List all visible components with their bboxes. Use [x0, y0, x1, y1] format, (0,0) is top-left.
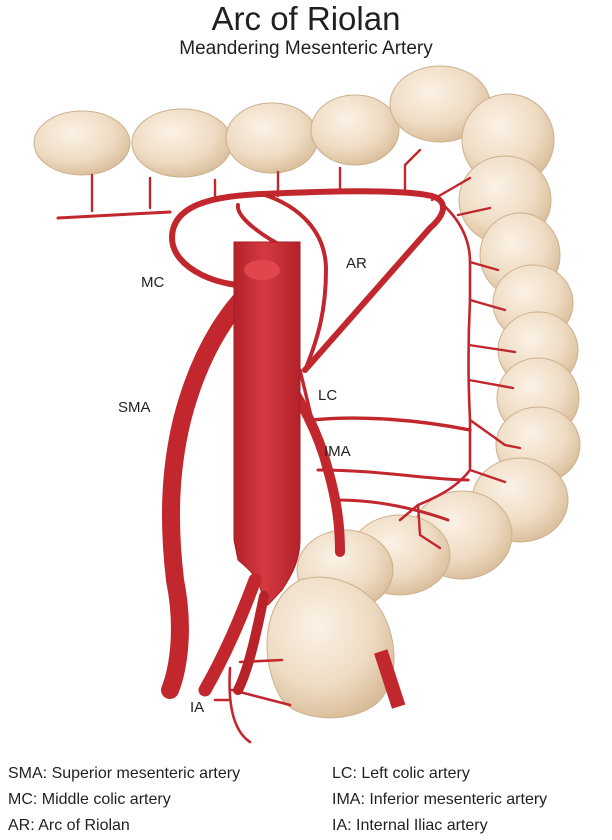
iliac-branch	[213, 658, 292, 744]
superior-mesenteric-artery	[161, 265, 279, 699]
legend-item: SMA: Superior mesenteric artery	[8, 765, 241, 782]
anatomy-illustration: MC AR SMA LC IMA IA	[33, 65, 581, 744]
aorta	[233, 241, 301, 606]
label-sma: SMA	[118, 399, 151, 416]
diagram-subtitle: Meandering Mesenteric Artery	[179, 38, 433, 59]
legend-item: IMA: Inferior mesenteric artery	[332, 791, 548, 808]
label-ia: IA	[190, 699, 204, 716]
legend-item: AR: Arc of Riolan	[8, 817, 130, 834]
legend-item: MC: Middle colic artery	[8, 791, 171, 808]
internal-iliac-artery	[198, 573, 262, 697]
ima-branch	[316, 468, 470, 482]
left-colic-artery	[298, 368, 472, 432]
marginal-artery-left	[398, 194, 472, 522]
legend-item: LC: Left colic artery	[332, 765, 470, 782]
marginal-artery	[56, 210, 172, 220]
colon	[33, 65, 581, 719]
ima-sigmoid-branch	[336, 498, 450, 522]
diagram-title: Arc of Riolan	[211, 0, 401, 37]
colon-segment	[33, 110, 131, 176]
label-ima: IMA	[324, 443, 351, 460]
label-lc: LC	[318, 387, 337, 404]
iliac-artery-right	[233, 591, 269, 695]
legend-right: LC: Left colic artery IMA: Inferior mese…	[332, 761, 547, 839]
label-mc: MC	[141, 274, 164, 291]
colon-segment	[310, 94, 400, 166]
label-ar: AR	[346, 255, 367, 272]
legend-item: IA: Internal Iliac artery	[332, 817, 488, 834]
aorta-origin-highlight	[244, 260, 280, 280]
legend-left: SMA: Superior mesenteric artery MC: Midd…	[8, 761, 240, 839]
colon-segment	[131, 108, 233, 178]
colon-segment	[225, 102, 319, 174]
vasa-recta	[90, 148, 472, 213]
arteries	[56, 148, 522, 744]
rectum	[266, 576, 395, 719]
vasa-recta-left	[416, 206, 522, 550]
rectal-artery-stub	[374, 649, 406, 709]
